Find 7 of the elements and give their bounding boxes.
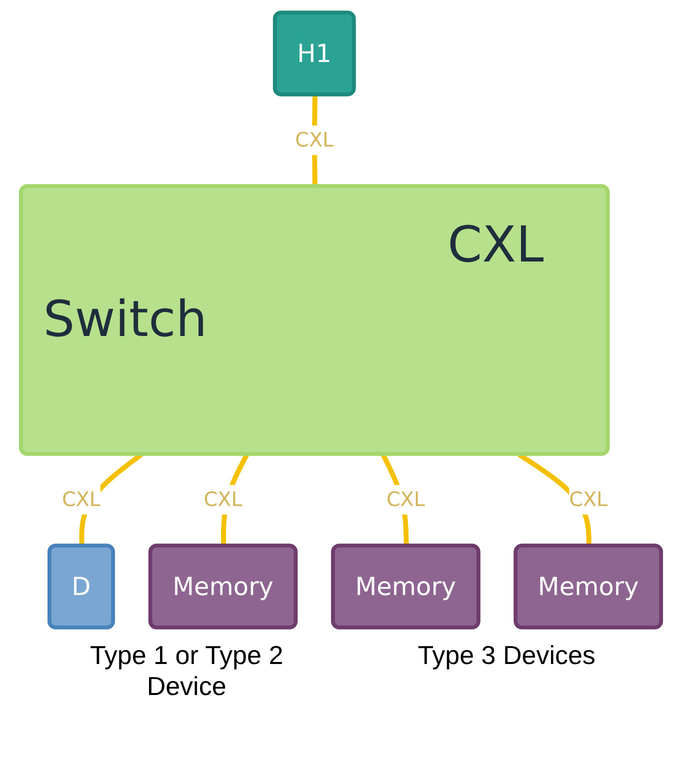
edge-label: CXL (204, 487, 242, 511)
edge-label: CXL (295, 128, 334, 152)
edge-label: CXL (569, 487, 608, 511)
group-label: Type 3 Devices (418, 640, 596, 672)
group-label: Type 1 or Type 2 Device (88, 640, 284, 702)
edge-label: CXL (386, 487, 425, 511)
edge-label: CXL (62, 487, 100, 511)
